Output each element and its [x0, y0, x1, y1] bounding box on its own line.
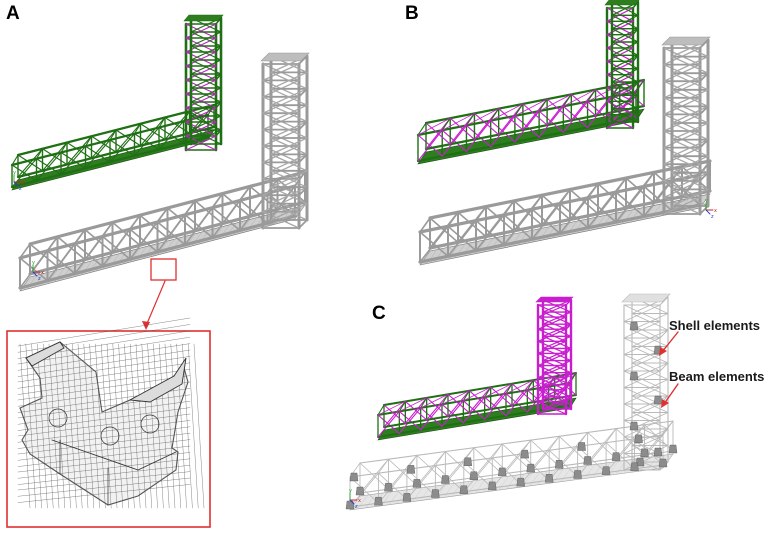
panel-label-b: B: [405, 3, 419, 24]
svg-text:z: z: [19, 186, 22, 192]
svg-text:y: y: [705, 198, 708, 204]
panel-label-c: C: [372, 303, 386, 324]
panel-a-shell-mesh-detail: [17, 317, 205, 509]
svg-text:y: y: [32, 260, 35, 266]
svg-text:z: z: [38, 276, 41, 282]
panel-b-gray-span: [418, 159, 712, 266]
panel-b-colored-span: [416, 78, 646, 165]
panel-c-wire-tower: [621, 293, 671, 471]
panel-c-axis-icon: xy z: [349, 488, 361, 510]
svg-text:z: z: [711, 214, 714, 220]
shell-elements-label: Shell elements: [669, 318, 761, 333]
shell-arrow-icon: [659, 347, 667, 356]
svg-text:x: x: [22, 180, 25, 186]
panel-a-green-tower: [183, 14, 224, 152]
svg-text:y: y: [13, 170, 16, 176]
panel-c-shell-blocks: [345, 321, 678, 510]
svg-text:x: x: [41, 270, 44, 276]
panel-b-colored-tower: [604, 0, 640, 130]
panel-b-axis-icon: xy z: [705, 198, 717, 220]
svg-text:x: x: [714, 208, 717, 214]
panel-a-gray-tower: [260, 52, 310, 230]
panel-label-a: A: [6, 3, 20, 24]
zoom-highlight-box: [150, 258, 177, 281]
panel-a-gray-axis-icon: xy z: [32, 260, 44, 282]
panel-a-green-axis-icon: xy z: [13, 170, 25, 192]
beam-arrow-icon: [661, 399, 669, 408]
zoom-arrow-icon: [142, 321, 150, 330]
svg-text:z: z: [355, 504, 358, 510]
panel-b-gray-tower: [661, 36, 711, 216]
panel-a-gray-span: [18, 170, 307, 292]
svg-text:x: x: [358, 498, 361, 504]
panel-c-wire-span: [349, 420, 674, 511]
panel-c-colored-tower: [535, 296, 574, 416]
panel-a-green-span: [10, 103, 216, 191]
svg-text:y: y: [349, 488, 352, 494]
beam-elements-label: Beam elements: [669, 369, 765, 384]
panel-c-annotation-arrows: [659, 331, 679, 408]
